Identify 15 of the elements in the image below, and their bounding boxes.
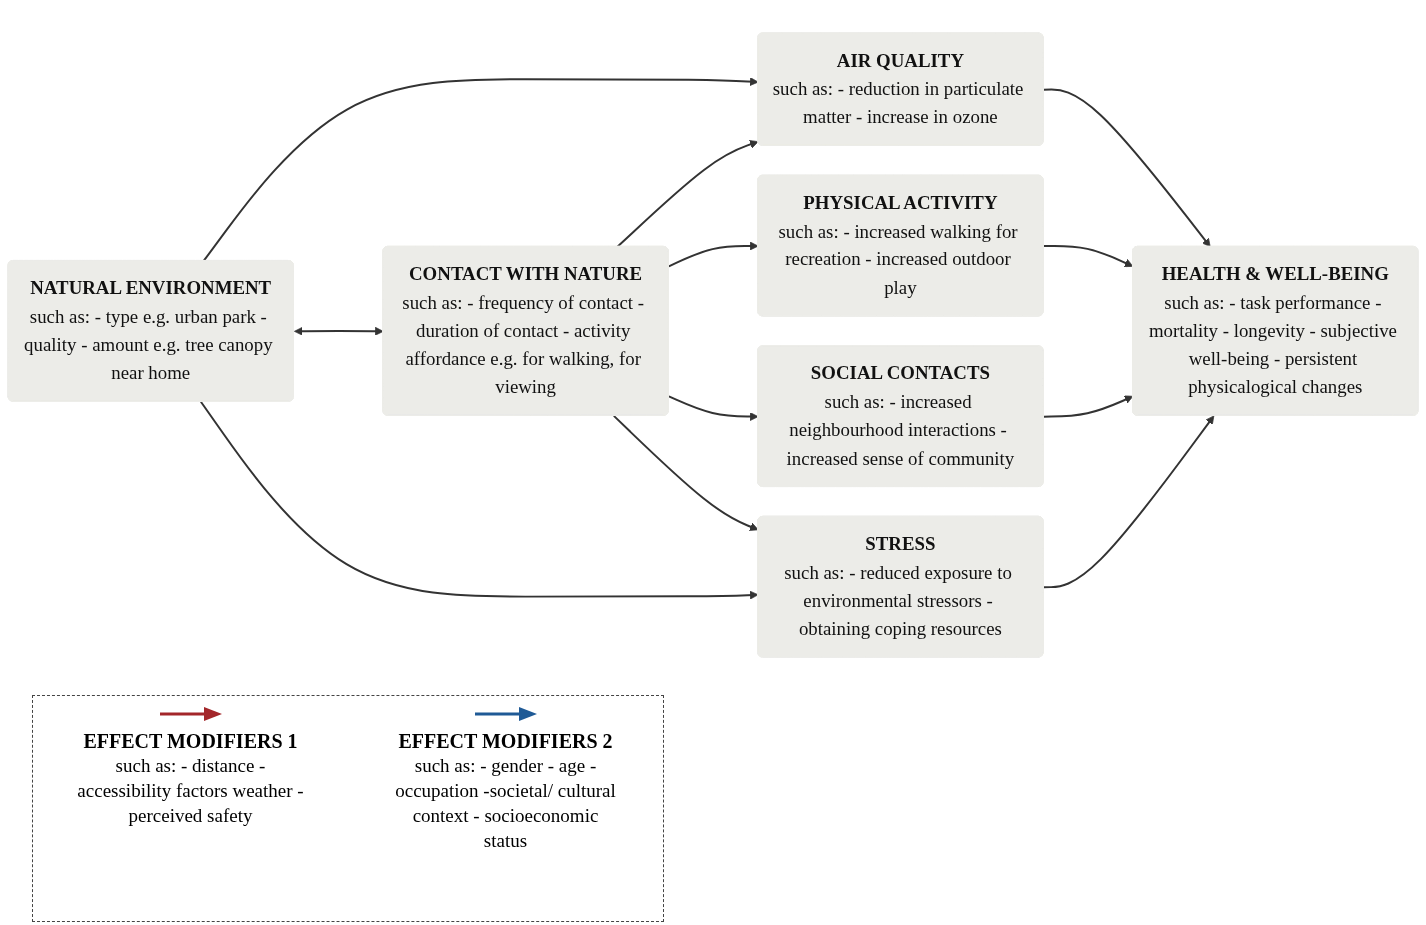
legend-text: such as: - gender - age - occupation -societal/ cultural context - socioeconomic status: [394, 754, 617, 853]
legend-heading: EFFECT MODIFIERS 2: [398, 730, 613, 753]
arrow: [667, 395, 759, 421]
arrow: [616, 140, 759, 248]
arrow: [199, 400, 759, 600]
arrow: [1042, 415, 1215, 589]
arrow: [667, 241, 759, 268]
legend-heading: EFFECT MODIFIERS 1: [83, 730, 298, 753]
arrow: [1042, 395, 1134, 418]
arrow: [1042, 245, 1134, 268]
arrow: [1042, 88, 1211, 248]
legend-text: such as: - distance - accessibility factors weather - perceived safety: [76, 754, 305, 828]
arrow: [294, 326, 384, 336]
arrow: [612, 414, 759, 531]
arrow: [202, 77, 759, 262]
